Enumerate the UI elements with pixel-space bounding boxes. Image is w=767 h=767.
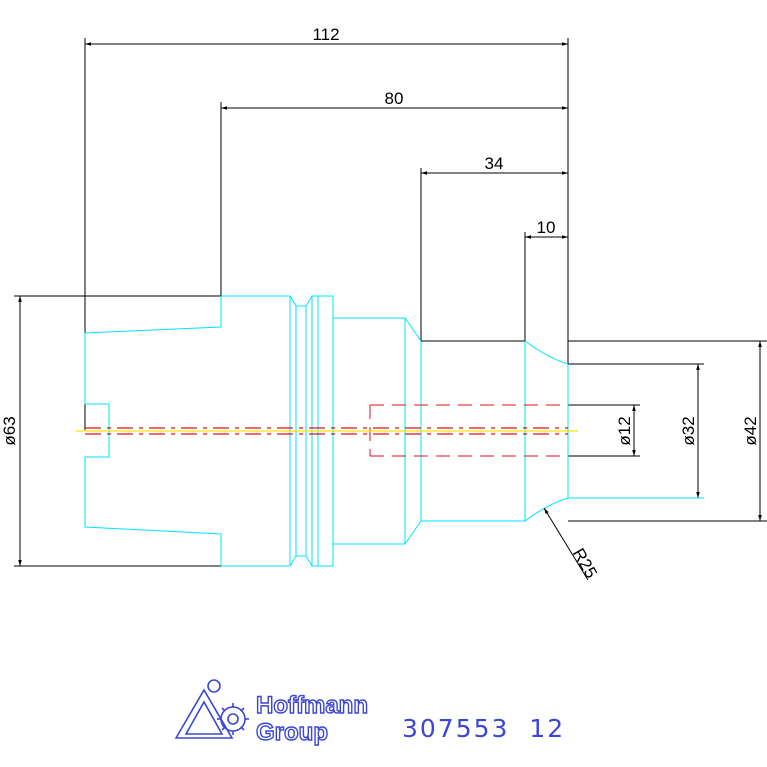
dimension-10: 10: [524, 218, 568, 342]
dimension-80-label: 80: [385, 89, 404, 108]
hoffmann-logo: Hoffmann Group: [174, 679, 369, 747]
part-number: 307553 12: [402, 714, 565, 743]
dimension-diameter-63-label: ø63: [0, 416, 19, 445]
dimension-radius-25: R25: [543, 507, 601, 582]
logo-line-1: Hoffmann: [256, 692, 368, 719]
dimension-diameter-12-label: ø12: [615, 416, 634, 445]
dimension-diameter-32-label: ø32: [679, 416, 698, 445]
dimension-diameter-32: ø32: [568, 363, 704, 499]
dimension-diameter-63: ø63: [0, 295, 221, 567]
dimension-34-label: 34: [485, 154, 504, 173]
hoffmann-runner-gear-icon: [174, 679, 249, 739]
dimension-10-label: 10: [537, 218, 556, 237]
dimension-diameter-42-label: ø42: [741, 416, 760, 445]
dimension-112-label: 112: [312, 25, 339, 44]
centerline: [76, 427, 578, 435]
logo-line-2: Group: [256, 719, 328, 746]
dimension-diameter-42: ø42: [568, 340, 767, 522]
dimension-diameter-12: ø12: [568, 404, 640, 457]
dimension-radius-25-label: R25: [569, 545, 601, 582]
dimension-112: 112: [84, 25, 569, 430]
dimension-34: 34: [420, 154, 568, 342]
dimension-80: 80: [220, 89, 568, 298]
